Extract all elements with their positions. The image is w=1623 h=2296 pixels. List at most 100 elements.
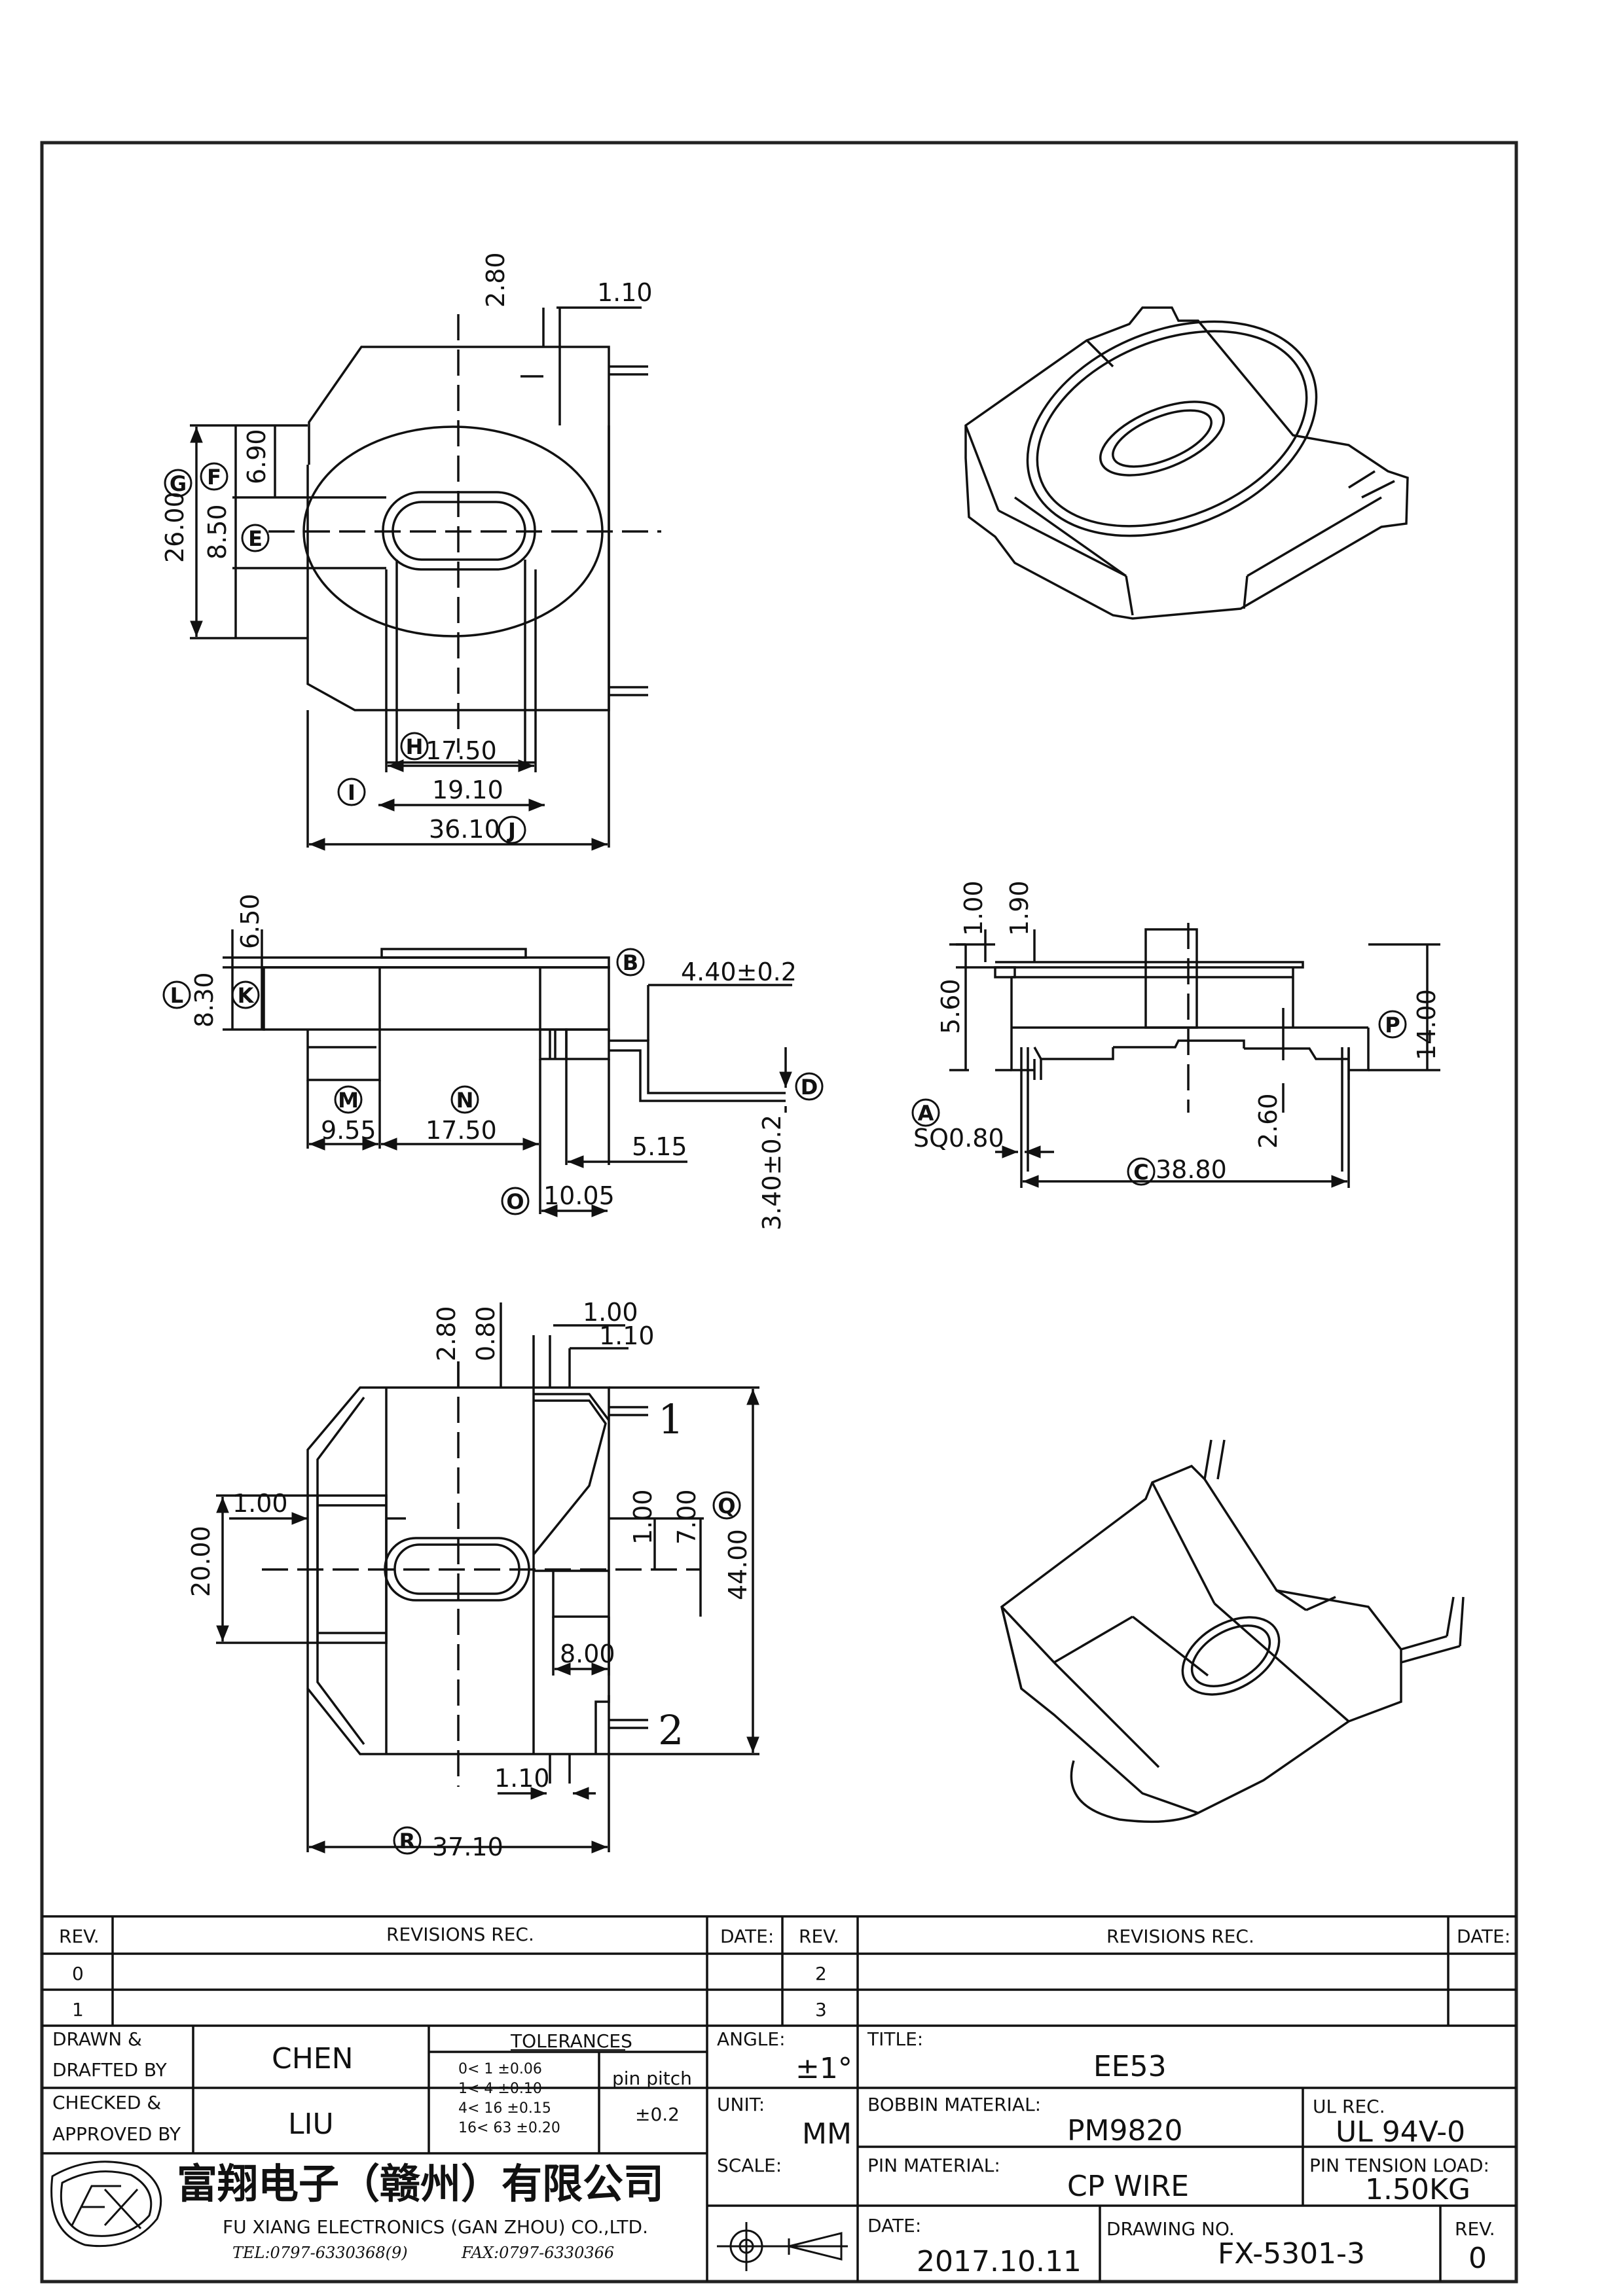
- marker-n: N: [456, 1088, 474, 1113]
- side-dim-38p80: 38.80: [1156, 1155, 1227, 1184]
- date-value: 2017.10.11: [917, 2245, 1082, 2278]
- bobbin-material-label: BOBBIN MATERIAL:: [867, 2094, 1041, 2115]
- front-view: [223, 929, 792, 1217]
- marker-a: A: [918, 1101, 934, 1126]
- scale-label: SCALE:: [717, 2155, 782, 2176]
- marker-k: K: [238, 983, 255, 1008]
- top-dim-19p10: 19.10: [432, 776, 503, 804]
- checked-label-1: CHECKED &: [52, 2092, 161, 2113]
- marker-m: M: [338, 1088, 359, 1113]
- projection-symbol: [717, 2222, 848, 2271]
- bottom-view-markers: [393, 1491, 741, 1855]
- rev-header-1: REV.: [59, 1926, 100, 1947]
- top-view-markers: [164, 462, 526, 844]
- company-name-cn: 富翔电子（赣州）有限公司: [177, 2160, 664, 2208]
- ul-rec-value: UL 94V-0: [1336, 2115, 1465, 2149]
- front-dim-10p05: 10.05: [543, 1181, 615, 1210]
- bottom-dim-7p00: 7.00: [672, 1489, 701, 1545]
- top-dim-2p80: 2.80: [481, 252, 510, 308]
- top-dim-36p10: 36.10: [429, 815, 500, 844]
- company-fax: FAX:0797-6330366: [461, 2244, 614, 2262]
- iso-view-top: [964, 306, 1409, 620]
- drawing-no-value: FX-5301-3: [1218, 2237, 1365, 2270]
- rev-row-0: 0: [72, 1963, 84, 1984]
- tolerance-row-1: 0< 1 ±0.06: [458, 2061, 542, 2077]
- top-view: [190, 306, 661, 851]
- bottom-dim-1p10-top: 1.10: [599, 1321, 655, 1350]
- marker-b: B: [623, 950, 638, 975]
- title-block-lines: [42, 1915, 1516, 2282]
- bottom-dim-0p80: 0.80: [471, 1306, 500, 1361]
- bottom-dim-20p00: 20.00: [187, 1526, 215, 1597]
- tolerance-row-4: 16< 63 ±0.20: [458, 2120, 560, 2136]
- side-dim-5p60: 5.60: [936, 978, 965, 1034]
- front-dim-9p55: 9.55: [321, 1116, 376, 1145]
- marker-g: G: [170, 471, 187, 496]
- date-label: DATE:: [867, 2215, 921, 2236]
- bottom-view: [216, 1302, 759, 1854]
- front-dim-4p40: 4.40±0.2: [681, 958, 797, 986]
- rev-header-2: REV.: [799, 1926, 839, 1947]
- title-label: TITLE:: [867, 2028, 923, 2050]
- bottom-dim-8p00: 8.00: [560, 1640, 615, 1668]
- date-header-1: DATE:: [720, 1926, 774, 1947]
- pin-material-label: PIN MATERIAL:: [867, 2155, 1000, 2176]
- bottom-dim-44p00: 44.00: [723, 1529, 752, 1600]
- side-view-markers: [911, 1010, 1407, 1186]
- tolerance-row-3: 4< 16 ±0.15: [458, 2100, 551, 2117]
- bottom-dim-1p00-top: 1.00: [583, 1298, 638, 1327]
- pin-pitch-label: pin pitch: [612, 2068, 692, 2089]
- rev-row-1: 1: [72, 1999, 84, 2020]
- angle-value: ±1°: [795, 2052, 852, 2085]
- marker-f: F: [207, 465, 221, 490]
- pin-1-label: 1: [658, 1395, 684, 1443]
- side-dim-sq0p80: SQ0.80: [913, 1124, 1004, 1153]
- front-dim-6p50: 6.50: [236, 893, 264, 949]
- pin-tension-label: PIN TENSION LOAD:: [1309, 2155, 1489, 2176]
- tolerance-row-2: 1< 4 ±0.10: [458, 2081, 542, 2097]
- revisions-header-1: REVISIONS REC.: [386, 1924, 534, 1945]
- bottom-dim-1p10-bottom: 1.10: [494, 1764, 550, 1793]
- tolerances-label: TOLERANCES: [510, 2030, 632, 2052]
- rev-row-3: 3: [815, 1999, 827, 2020]
- pin-2-label: 2: [658, 1706, 684, 1754]
- bobbin-material-value: PM9820: [1067, 2114, 1182, 2147]
- top-dim-17p50: 17.50: [426, 736, 497, 765]
- front-view-markers: [162, 948, 824, 1215]
- drawn-value: CHEN: [272, 2042, 354, 2075]
- bottom-dim-37p10: 37.10: [432, 1833, 503, 1861]
- pin-tension-value: 1.50KG: [1365, 2173, 1470, 2206]
- checked-label-2: APPROVED BY: [52, 2123, 181, 2145]
- marker-o: O: [506, 1189, 524, 1214]
- marker-p: P: [1385, 1013, 1400, 1037]
- top-dim-26p00: 26.00: [160, 492, 189, 563]
- side-dim-1p00: 1.00: [959, 880, 988, 936]
- side-view: [949, 923, 1440, 1188]
- revisions-header-2: REVISIONS REC.: [1106, 1926, 1254, 1947]
- drawing-no-label: DRAWING NO.: [1106, 2218, 1235, 2240]
- front-dim-3p40: 3.40±0.2: [757, 1115, 786, 1230]
- side-dim-1p90: 1.90: [1005, 880, 1034, 936]
- sheet-border: [40, 141, 1518, 2284]
- company-tel: TEL:0797-6330368(9): [232, 2244, 408, 2262]
- side-dim-14p00: 14.00: [1412, 989, 1441, 1060]
- top-dim-6p90: 6.90: [242, 429, 271, 484]
- rev-label: REV.: [1455, 2218, 1495, 2240]
- title-value: EE53: [1093, 2050, 1167, 2083]
- side-dim-2p60: 2.60: [1254, 1093, 1283, 1149]
- bottom-dim-1p00-right: 1.00: [629, 1489, 657, 1545]
- bottom-dim-1p00-left: 1.00: [232, 1489, 288, 1518]
- checked-value: LIU: [288, 2108, 334, 2141]
- front-dim-17p50: 17.50: [426, 1116, 497, 1145]
- marker-e: E: [248, 526, 263, 551]
- drawn-label-2: DRAFTED BY: [52, 2059, 168, 2081]
- unit-label: UNIT:: [717, 2094, 765, 2115]
- ul-rec-label: UL REC.: [1313, 2096, 1385, 2117]
- marker-c: C: [1133, 1160, 1148, 1185]
- marker-i: I: [348, 780, 356, 805]
- rev-row-2: 2: [815, 1963, 827, 1984]
- front-dim-5p15: 5.15: [632, 1132, 687, 1161]
- drawn-label-1: DRAWN &: [52, 2028, 142, 2050]
- marker-j: J: [507, 818, 516, 843]
- pin-material-value: CP WIRE: [1067, 2170, 1189, 2203]
